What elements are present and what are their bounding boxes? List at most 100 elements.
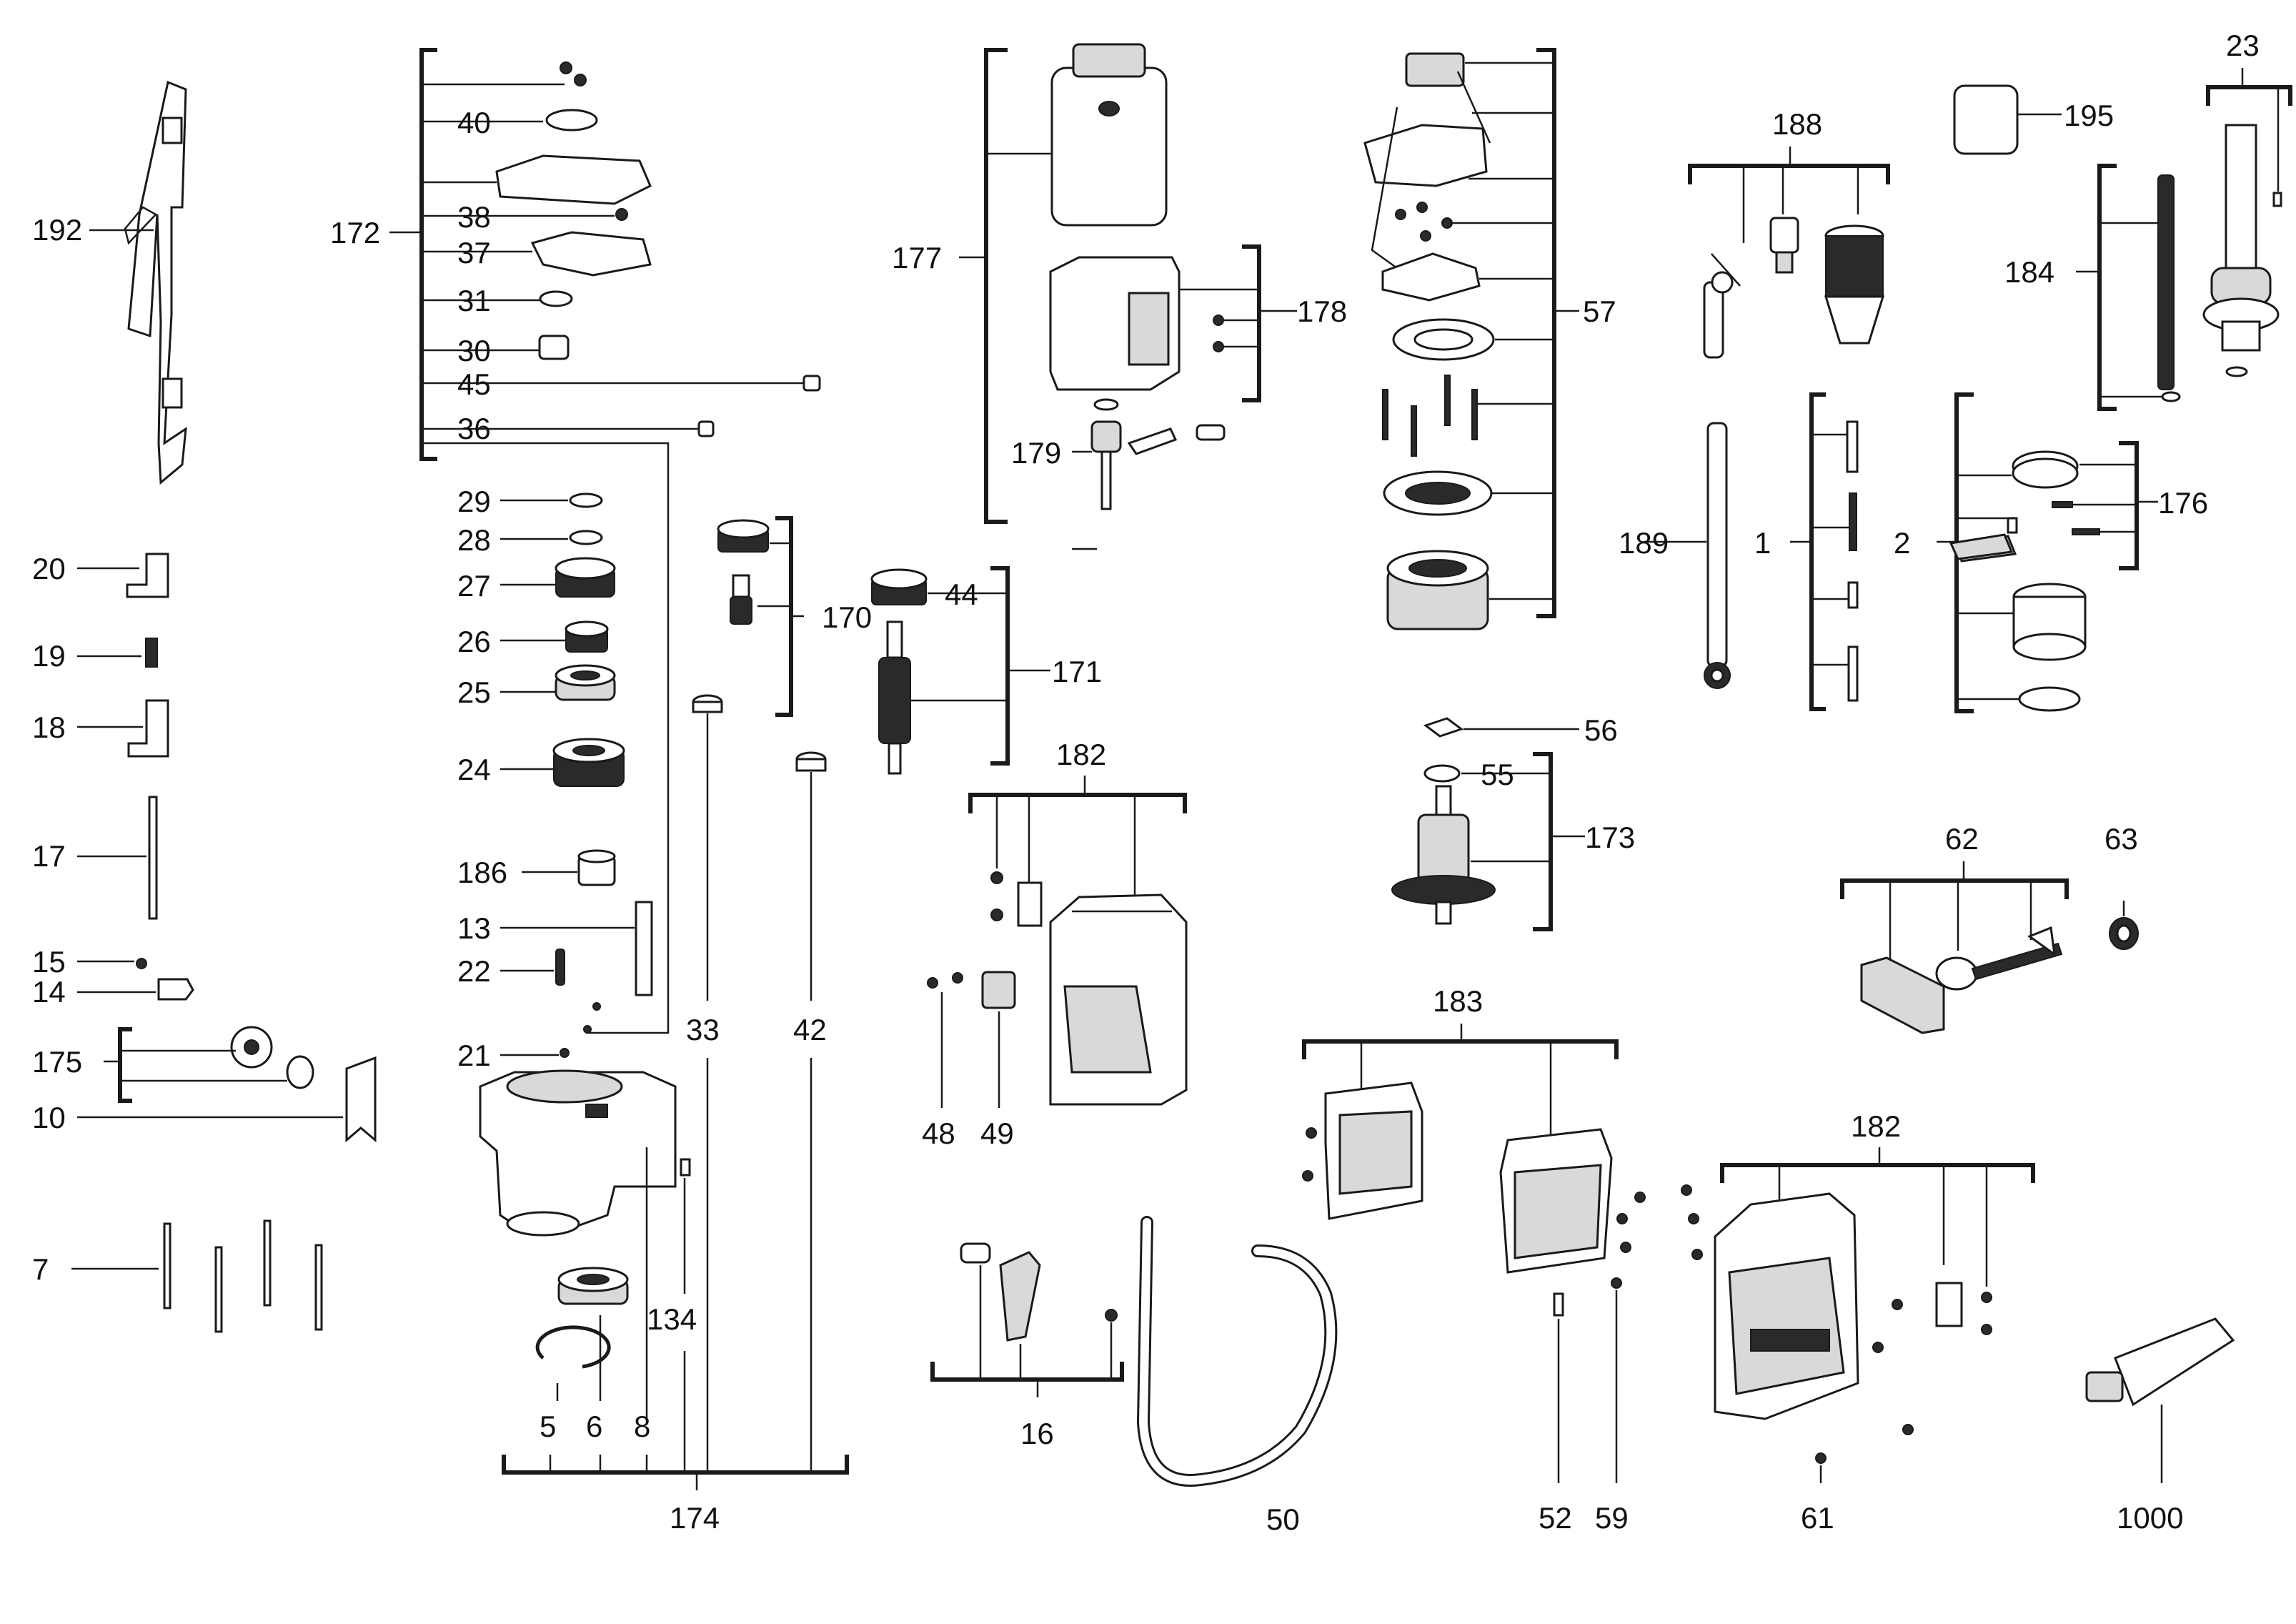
label-22: 22 <box>457 954 491 988</box>
part-flange-plate <box>495 154 652 205</box>
part-1-pin-c <box>1847 581 1859 609</box>
label-195: 195 <box>2064 99 2114 132</box>
part-188-adapter <box>1769 217 1799 274</box>
part-14-clip <box>157 978 194 1001</box>
label-5: 5 <box>540 1410 556 1443</box>
part-16-lever <box>960 1242 1118 1342</box>
label-23: 23 <box>2226 29 2260 62</box>
label-2: 2 <box>1894 526 1910 560</box>
label-52: 52 <box>1539 1501 1572 1535</box>
part-56-clip <box>1423 717 1464 738</box>
part-176-spring <box>2012 450 2079 489</box>
part-52-screw <box>1553 1292 1564 1317</box>
label-1000: 1000 <box>2117 1501 2183 1535</box>
part-49-switch <box>981 971 1016 1009</box>
part-192-strap <box>124 80 187 485</box>
part-21-ball <box>560 1048 570 1058</box>
label-183: 183 <box>1433 984 1483 1018</box>
part-7-screws <box>163 1219 323 1333</box>
part-170-shaft <box>730 574 752 625</box>
label-44: 44 <box>945 578 978 611</box>
label-182-a: 182 <box>1056 738 1106 771</box>
part-30-bushing <box>538 335 570 360</box>
label-184: 184 <box>2004 255 2054 289</box>
part-182-plate <box>1017 881 1043 927</box>
label-62: 62 <box>1945 822 1979 856</box>
part-8-housing <box>479 1069 677 1237</box>
part-18-bracket <box>127 699 169 758</box>
part-171-shaft <box>878 620 911 775</box>
label-186: 186 <box>457 856 507 889</box>
part-36-cap <box>697 420 715 437</box>
part-45-cap <box>802 375 821 392</box>
label-24: 24 <box>457 753 491 786</box>
label-178: 178 <box>1297 294 1347 328</box>
part-177-tank <box>1050 43 1168 227</box>
part-186-sleeve <box>577 849 616 886</box>
part-15-screw <box>136 958 147 969</box>
label-45: 45 <box>457 367 491 401</box>
part-2-latch <box>1949 533 2014 560</box>
part-170-gear <box>717 519 770 553</box>
part-2-ring <box>2018 686 2081 712</box>
part-195-label <box>1953 84 2019 155</box>
label-13: 13 <box>457 911 491 945</box>
part-182-handle-assembly <box>1714 1192 1859 1420</box>
label-63: 63 <box>2104 822 2138 856</box>
part-22-pin <box>555 949 565 986</box>
part-55-washer <box>1423 764 1461 783</box>
label-174: 174 <box>670 1501 720 1535</box>
part-175-cap <box>230 1026 314 1089</box>
label-48: 48 <box>922 1116 955 1150</box>
label-40: 40 <box>457 106 491 139</box>
label-49: 49 <box>980 1116 1014 1150</box>
part-57-ring <box>1383 470 1493 516</box>
part-29-ring <box>569 492 603 508</box>
label-192: 192 <box>32 213 82 247</box>
label-36: 36 <box>457 412 491 445</box>
label-31: 31 <box>457 284 491 317</box>
part-25-bearing <box>555 664 616 701</box>
label-6: 6 <box>586 1410 602 1443</box>
part-57-screws <box>1382 375 1478 457</box>
part-1000-grease-tube <box>2085 1317 2235 1407</box>
part-23-spindle <box>2202 124 2282 352</box>
label-172: 172 <box>330 216 380 249</box>
label-20: 20 <box>32 552 66 585</box>
label-21: 21 <box>457 1039 491 1072</box>
label-26: 26 <box>457 625 491 658</box>
part-182-handle-half <box>1049 893 1188 1106</box>
label-42: 42 <box>793 1013 827 1046</box>
label-19: 19 <box>32 639 66 673</box>
part-27-gear <box>555 557 616 598</box>
label-27: 27 <box>457 569 491 603</box>
label-29: 29 <box>457 485 491 518</box>
label-10: 10 <box>32 1101 66 1134</box>
label-171: 171 <box>1052 655 1102 688</box>
label-28: 28 <box>457 523 491 557</box>
part-63-ring <box>2109 917 2139 950</box>
label-177: 177 <box>892 241 942 274</box>
part-183-housing-right <box>1499 1128 1703 1274</box>
part-188-chuck <box>1824 224 1885 345</box>
label-30: 30 <box>457 334 491 367</box>
part-2-sleeve <box>2012 583 2087 661</box>
part-57-brush-assembly <box>1363 52 1491 302</box>
part-183-housing-left <box>1302 1081 1423 1220</box>
part-184-spring <box>2157 174 2175 390</box>
label-188: 188 <box>1772 107 1822 141</box>
part-40-bearing <box>545 109 598 132</box>
part-61-screw <box>1815 1452 1827 1464</box>
part-179-valve <box>1090 398 1226 510</box>
label-15: 15 <box>32 945 66 979</box>
part-1-pin-a <box>1846 420 1859 473</box>
part-38-screw <box>615 208 628 221</box>
part-178-frame <box>1049 256 1181 391</box>
part-188-chuck-key <box>1703 253 1741 359</box>
part-182-clamp <box>1935 1282 1963 1327</box>
part-31-ring <box>539 290 573 307</box>
label-25: 25 <box>457 675 491 709</box>
label-173: 173 <box>1585 821 1635 854</box>
label-175: 175 <box>32 1045 82 1079</box>
